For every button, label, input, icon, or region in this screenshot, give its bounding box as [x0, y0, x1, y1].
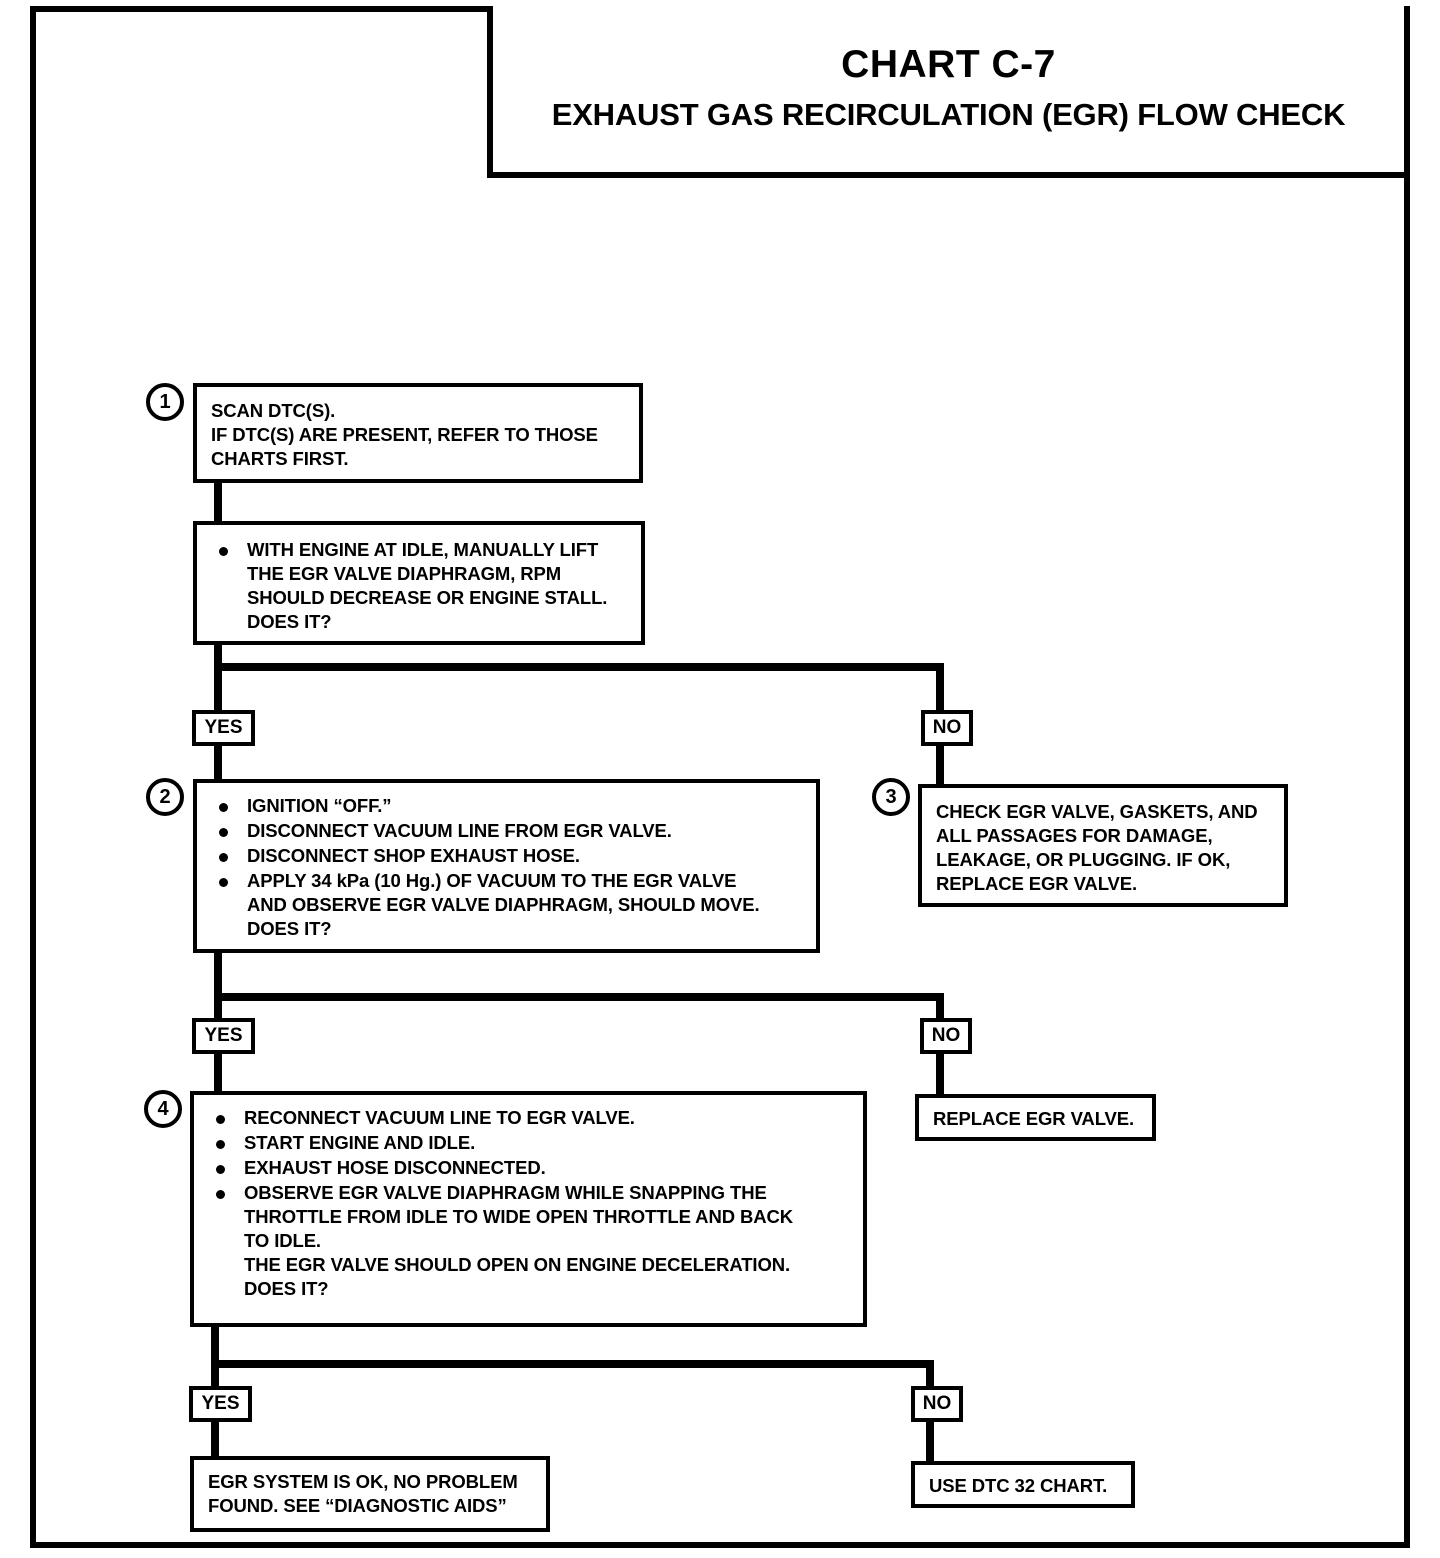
step-5-bullet-3: EXHAUST HOSE DISCONNECTED.	[206, 1156, 851, 1180]
step-4-box: CHECK EGR VALVE, GASKETS, AND ALL PASSAG…	[918, 784, 1288, 907]
step-2-box: WITH ENGINE AT IDLE, MANUALLY LIFT THE E…	[193, 521, 645, 645]
result-system-ok-line-2: FOUND. SEE “DIAGNOSTIC AIDS”	[208, 1495, 507, 1517]
branch-1-vertical-yes	[214, 645, 222, 714]
step-5-bullet-list: RECONNECT VACUUM LINE TO EGR VALVE. STAR…	[206, 1106, 851, 1301]
step-number-2: 2	[146, 778, 184, 816]
connector-step1-to-step2	[214, 483, 222, 522]
branch-3-vertical-no	[926, 1360, 934, 1396]
step-2-bullet-1: WITH ENGINE AT IDLE, MANUALLY LIFT THE E…	[209, 538, 629, 634]
step-5-bullet-3-line-1: EXHAUST HOSE DISCONNECTED.	[244, 1157, 546, 1179]
chart-id: CHART C-7	[841, 43, 1056, 87]
step-number-3: 3	[872, 778, 910, 816]
step-3-bullet-list: IGNITION “OFF.” DISCONNECT VACUUM LINE F…	[209, 794, 804, 941]
step-4-line-1: CHECK EGR VALVE, GASKETS, AND	[936, 801, 1258, 822]
step-5-bullet-4-line-5: DOES IT?	[244, 1278, 329, 1300]
connector-no1-to-step4	[936, 744, 944, 784]
connector-yes1-to-step3	[214, 744, 222, 780]
step-5-bullet-4: OBSERVE EGR VALVE DIAPHRAGM WHILE SNAPPI…	[206, 1181, 851, 1301]
step-1-box: SCAN DTC(S). IF DTC(S) ARE PRESENT, REFE…	[193, 383, 643, 483]
step-5-box: RECONNECT VACUUM LINE TO EGR VALVE. STAR…	[190, 1091, 867, 1327]
step-5-bullet-4-line-1: OBSERVE EGR VALVE DIAPHRAGM WHILE SNAPPI…	[244, 1182, 767, 1204]
step-5-bullet-4-line-3: TO IDLE.	[244, 1230, 321, 1252]
connector-yes3-to-system-ok	[211, 1422, 219, 1457]
step-5-bullet-2-line-1: START ENGINE AND IDLE.	[244, 1132, 476, 1154]
branch-2-vertical-yes	[214, 953, 222, 1022]
step-2-bullet-1-line-3: SHOULD DECREASE OR ENGINE STALL.	[247, 587, 608, 609]
step-5-bullet-1: RECONNECT VACUUM LINE TO EGR VALVE.	[206, 1106, 851, 1130]
result-system-ok-box: EGR SYSTEM IS OK, NO PROBLEM FOUND. SEE …	[190, 1456, 550, 1532]
tag-yes-3: YES	[189, 1386, 252, 1422]
step-1-line-2: IF DTC(S) ARE PRESENT, REFER TO THOSE	[211, 424, 598, 446]
step-4-line-4: REPLACE EGR VALVE.	[936, 873, 1138, 895]
tag-no-2: NO	[920, 1018, 972, 1054]
step-2-bullet-1-line-2: THE EGR VALVE DIAPHRAGM, RPM	[247, 563, 562, 585]
connector-no3-to-dtc32	[926, 1422, 934, 1461]
step-4-line-3: LEAKAGE, OR PLUGGING. IF OK,	[936, 849, 1231, 871]
step-number-1: 1	[146, 383, 184, 421]
connector-no2-to-replace-valve	[936, 1054, 944, 1096]
step-5-bullet-4-line-4: THE EGR VALVE SHOULD OPEN ON ENGINE DECE…	[244, 1254, 791, 1276]
step-3-bullet-2: DISCONNECT VACUUM LINE FROM EGR VALVE.	[209, 819, 804, 843]
step-1-line-1: SCAN DTC(S).	[211, 400, 336, 421]
step-2-bullet-1-line-4: DOES IT?	[247, 611, 332, 633]
step-3-bullet-4: APPLY 34 kPa (10 Hg.) OF VACUUM TO THE E…	[209, 869, 804, 941]
connector-yes2-to-step5	[214, 1054, 222, 1092]
chart-title: EXHAUST GAS RECIRCULATION (EGR) FLOW CHE…	[551, 97, 1346, 133]
result-system-ok-line-1: EGR SYSTEM IS OK, NO PROBLEM	[208, 1471, 518, 1492]
step-3-bullet-4-line-1: APPLY 34 kPa (10 Hg.) OF VACUUM TO THE E…	[247, 870, 737, 892]
tag-no-3: NO	[911, 1386, 963, 1422]
tag-no-1: NO	[921, 710, 973, 746]
tag-yes-1: YES	[192, 710, 255, 746]
result-use-dtc32-box: USE DTC 32 CHART.	[911, 1461, 1135, 1508]
step-number-4: 4	[144, 1090, 182, 1128]
step-3-bullet-4-line-3: DOES IT?	[247, 918, 332, 940]
step-2-bullet-1-line-1: WITH ENGINE AT IDLE, MANUALLY LIFT	[247, 539, 599, 560]
step-5-bullet-4-line-2: THROTTLE FROM IDLE TO WIDE OPEN THROTTLE…	[244, 1206, 794, 1228]
branch-3-horizontal	[211, 1360, 934, 1368]
branch-1-horizontal	[214, 663, 944, 671]
result-replace-egr-valve-line-1: REPLACE EGR VALVE.	[933, 1108, 1135, 1129]
step-1-line-3: CHARTS FIRST.	[211, 448, 349, 470]
step-5-bullet-2: START ENGINE AND IDLE.	[206, 1131, 851, 1155]
step-3-box: IGNITION “OFF.” DISCONNECT VACUUM LINE F…	[193, 779, 820, 953]
step-3-bullet-3-line-1: DISCONNECT SHOP EXHAUST HOSE.	[247, 845, 580, 867]
step-5-bullet-1-line-1: RECONNECT VACUUM LINE TO EGR VALVE.	[244, 1107, 635, 1128]
step-3-bullet-4-line-2: AND OBSERVE EGR VALVE DIAPHRAGM, SHOULD …	[247, 894, 760, 916]
result-use-dtc32-line-1: USE DTC 32 CHART.	[929, 1475, 1108, 1496]
branch-1-vertical-no	[936, 663, 944, 714]
branch-2-horizontal	[214, 993, 944, 1001]
step-3-bullet-3: DISCONNECT SHOP EXHAUST HOSE.	[209, 844, 804, 868]
tag-yes-2: YES	[192, 1018, 255, 1054]
branch-2-vertical-no	[936, 993, 944, 1022]
step-3-bullet-1-line-1: IGNITION “OFF.”	[247, 795, 392, 816]
result-replace-egr-valve-box: REPLACE EGR VALVE.	[915, 1094, 1156, 1141]
step-3-bullet-2-line-1: DISCONNECT VACUUM LINE FROM EGR VALVE.	[247, 820, 672, 842]
step-4-line-2: ALL PASSAGES FOR DAMAGE,	[936, 825, 1213, 847]
step-2-bullet-list: WITH ENGINE AT IDLE, MANUALLY LIFT THE E…	[209, 538, 629, 634]
title-block: CHART C-7 EXHAUST GAS RECIRCULATION (EGR…	[487, 6, 1410, 178]
step-3-bullet-1: IGNITION “OFF.”	[209, 794, 804, 818]
